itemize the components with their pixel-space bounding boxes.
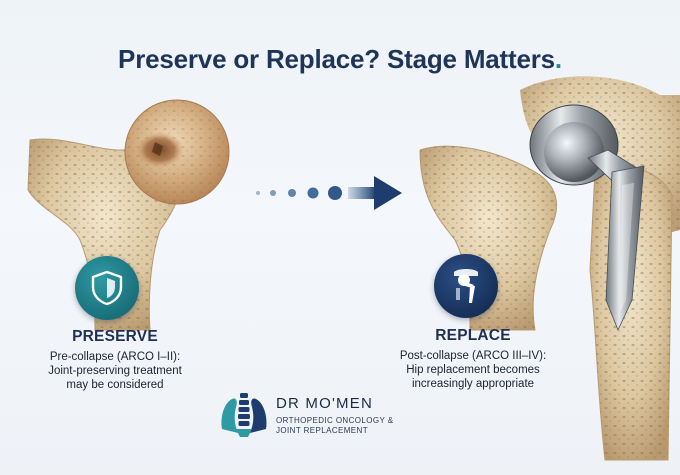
title-text: Preserve or Replace? Stage Matters (118, 44, 555, 74)
page-title: Preserve or Replace? Stage Matters. (0, 44, 680, 75)
preserve-badge (75, 256, 139, 320)
preserve-line-3: may be considered (66, 379, 164, 391)
brand-logo: DR MO'MEN ORTHOPEDIC ONCOLOGY & JOINT RE… (218, 389, 478, 441)
brand-tagline-line-2: JOINT REPLACEMENT (276, 426, 368, 435)
shield-icon (91, 270, 123, 306)
hip-implant-illustration-right (419, 76, 680, 461)
replace-badge (434, 254, 498, 318)
brand-tagline: ORTHOPEDIC ONCOLOGY & JOINT REPLACEMENT (276, 416, 393, 436)
femur-illustration-left (27, 99, 230, 331)
replace-line-3: increasingly appropriate (411, 378, 535, 390)
preserve-heading: PRESERVE (72, 328, 158, 345)
spine-logo-icon (221, 393, 267, 437)
replace-heading: REPLACE (435, 327, 511, 344)
brand-tagline-line-1: ORTHOPEDIC ONCOLOGY & (276, 416, 394, 425)
replace-line-1: Post-collapse (ARCO III–IV): (399, 350, 547, 362)
hip-implant-icon (454, 269, 478, 303)
progression-arrow (256, 176, 402, 210)
replace-panel: REPLACE Post-collapse (ARCO III–IV): Hip… (378, 327, 568, 391)
brand-name: DR MO'MEN (276, 395, 373, 412)
preserve-line-1: Pre-collapse (ARCO I–II): (49, 351, 181, 363)
preserve-line-2: Joint-preserving treatment (48, 365, 182, 377)
preserve-panel: PRESERVE Pre-collapse (ARCO I–II): Joint… (20, 328, 210, 392)
title-accent-dot: . (554, 44, 562, 74)
replace-line-2: Hip replacement becomes (406, 364, 540, 376)
